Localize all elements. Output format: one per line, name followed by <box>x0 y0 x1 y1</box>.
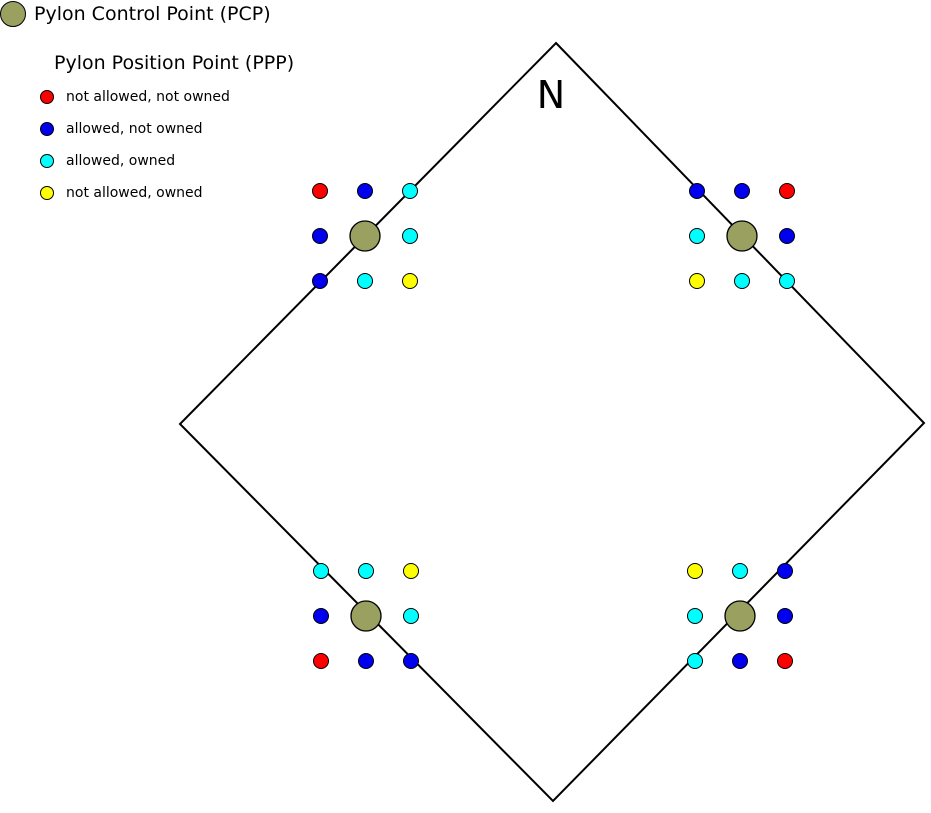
pylons-layer <box>312 183 795 669</box>
ppp-dot-cyan <box>732 563 748 579</box>
pcp-circle-southeast <box>724 600 756 632</box>
ppp-dot-cyan <box>687 653 703 669</box>
ppp-dot-cyan <box>734 273 750 289</box>
ppp-dot-blue <box>732 653 748 669</box>
pcp-legend-label: Pylon Control Point (PCP) <box>34 3 271 25</box>
ppp-dot-blue <box>312 228 328 244</box>
ppp-dot-blue <box>313 608 329 624</box>
legend-item-not-allowed-owned: not allowed, owned <box>40 177 230 209</box>
ppp-dot-cyan <box>357 273 373 289</box>
ppp-legend-items: not allowed, not owned allowed, not owne… <box>40 81 230 209</box>
pcp-circle-icon <box>0 1 26 27</box>
north-label: N <box>537 73 565 117</box>
ppp-dot-blue <box>777 563 793 579</box>
ppp-dot-blue <box>403 653 419 669</box>
ppp-dot-cyan <box>779 273 795 289</box>
pylon-group-southwest <box>313 563 419 669</box>
ppp-legend-title: Pylon Position Point (PPP) <box>54 52 295 74</box>
ppp-dot-red <box>313 653 329 669</box>
course-diamond-outline <box>178 41 926 803</box>
ppp-dot-red <box>312 183 328 199</box>
ppp-dot-cyan <box>689 228 705 244</box>
legend-item-allowed-owned: allowed, owned <box>40 145 230 177</box>
ppp-dot-cyan <box>313 563 329 579</box>
ppp-dot-blue <box>358 653 374 669</box>
pylon-group-northeast <box>689 183 795 289</box>
pcp-circle-northeast <box>726 220 758 252</box>
blue-dot-icon <box>40 122 54 136</box>
ppp-dot-blue <box>689 183 705 199</box>
ppp-dot-blue <box>779 228 795 244</box>
legend-item-allowed-not-owned: allowed, not owned <box>40 113 230 145</box>
ppp-dot-yellow <box>687 563 703 579</box>
cyan-dot-icon <box>40 154 54 168</box>
ppp-dot-blue <box>734 183 750 199</box>
ppp-dot-yellow <box>403 563 419 579</box>
pcp-circle-southwest <box>350 600 382 632</box>
yellow-dot-icon <box>40 186 54 200</box>
pylon-group-northwest <box>312 183 418 289</box>
ppp-dot-yellow <box>689 273 705 289</box>
legend-item-label: not allowed, not owned <box>66 89 230 105</box>
ppp-dot-blue <box>357 183 373 199</box>
pcp-circle-northwest <box>349 220 381 252</box>
red-dot-icon <box>40 90 54 104</box>
pylon-group-southeast <box>687 563 793 669</box>
ppp-dot-cyan <box>402 228 418 244</box>
legend-item-label: allowed, owned <box>66 153 176 169</box>
legend-item-label: not allowed, owned <box>66 185 203 201</box>
ppp-dot-cyan <box>687 608 703 624</box>
ppp-dot-yellow <box>402 273 418 289</box>
ppp-dot-blue <box>777 608 793 624</box>
ppp-dot-cyan <box>402 183 418 199</box>
ppp-dot-red <box>777 653 793 669</box>
pcp-legend-row: Pylon Control Point (PCP) <box>0 1 271 27</box>
ppp-dot-blue <box>312 273 328 289</box>
ppp-dot-red <box>779 183 795 199</box>
legend-item-label: allowed, not owned <box>66 121 203 137</box>
ppp-dot-cyan <box>403 608 419 624</box>
ppp-dot-cyan <box>358 563 374 579</box>
legend-item-not-allowed-not-owned: not allowed, not owned <box>40 81 230 113</box>
